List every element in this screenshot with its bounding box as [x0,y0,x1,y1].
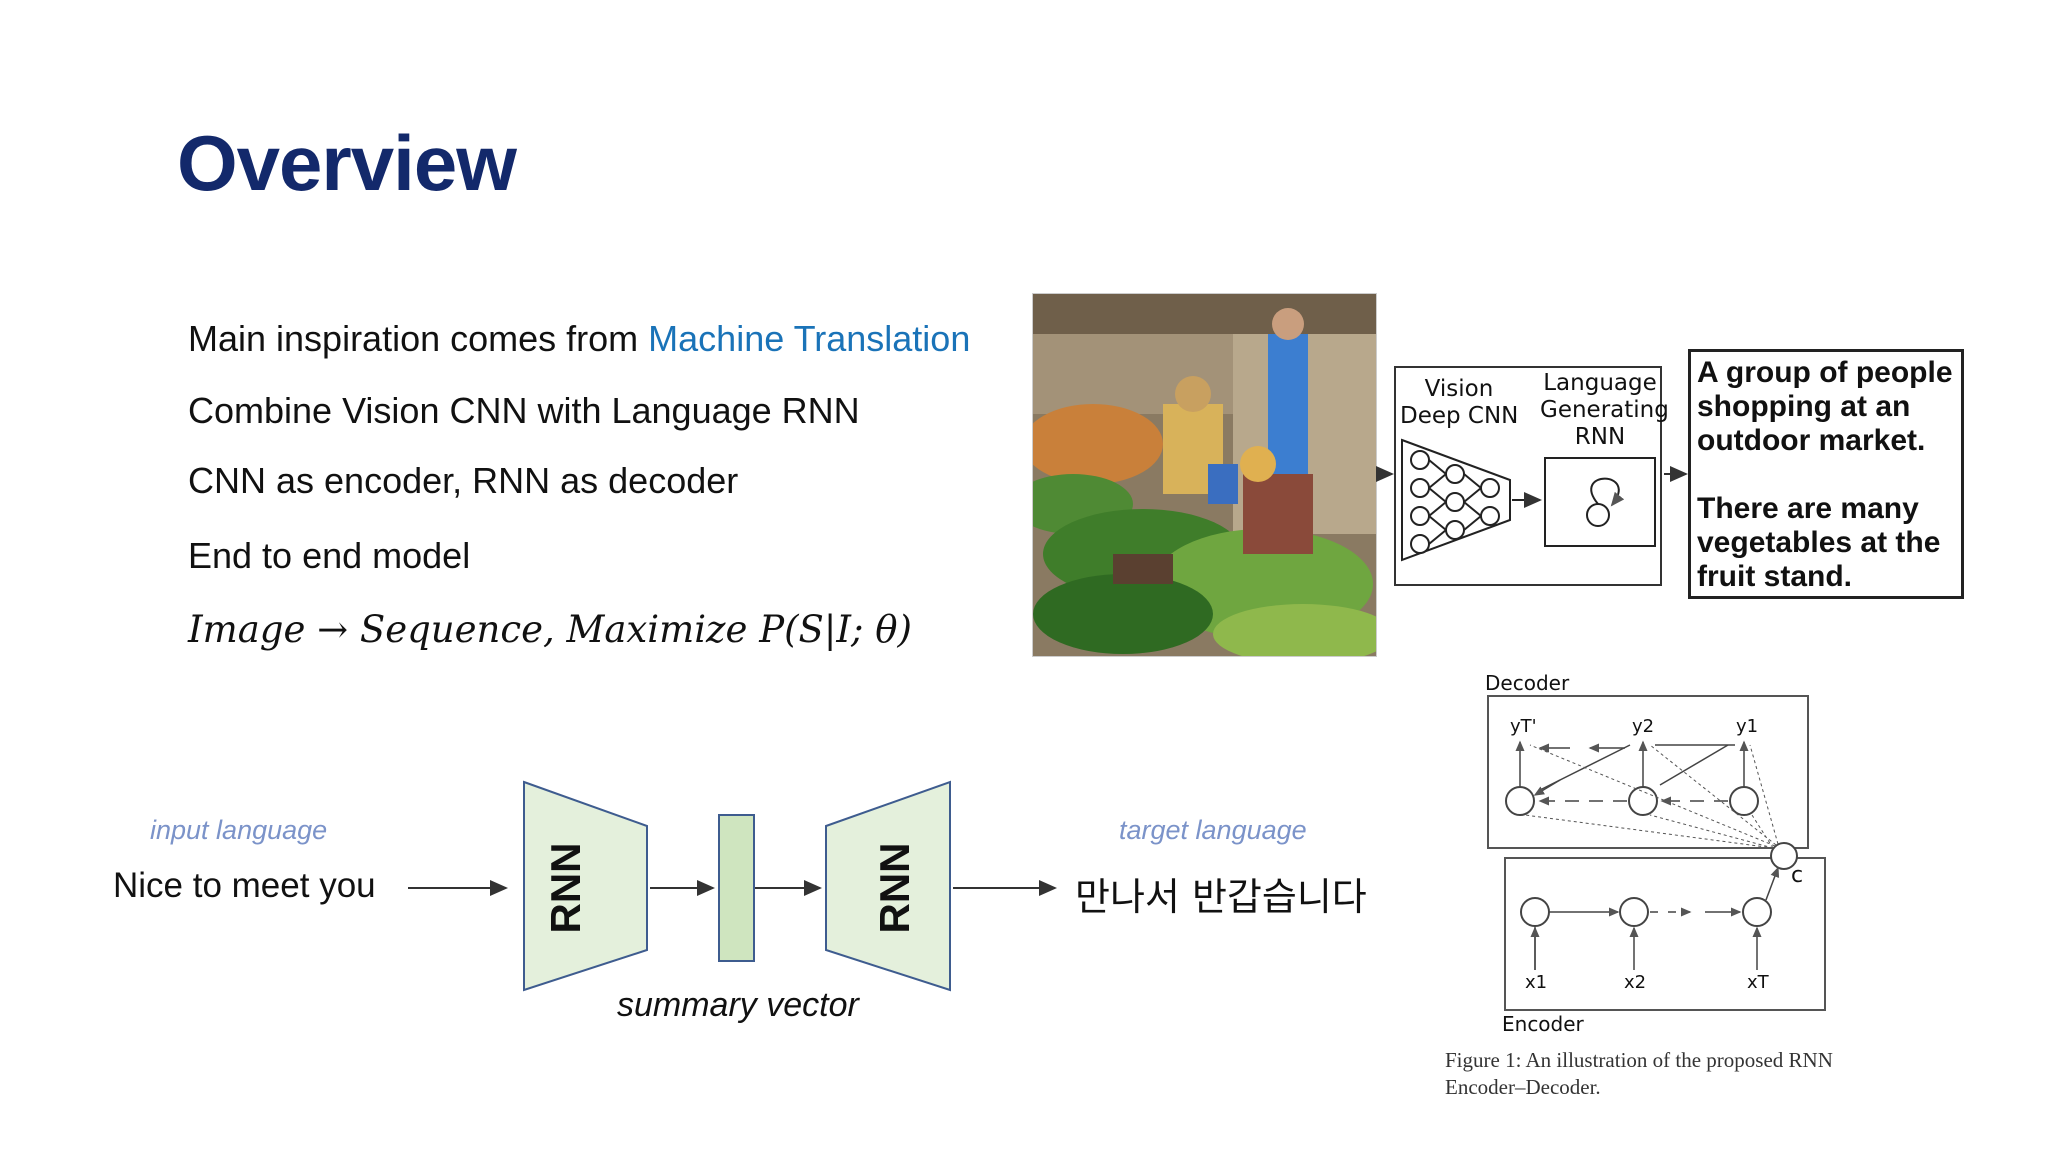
bullet-inspiration: Main inspiration comes from Machine Tran… [188,318,970,360]
decoder-rnn-block [825,780,951,992]
context-label: c [1791,863,1804,888]
bullet-encoder-decoder: CNN as encoder, RNN as decoder [188,460,739,501]
bullet-combine: Combine Vision CNN with Language RNN [188,390,860,431]
input-sentence: Nice to meet you [113,866,376,905]
vision-label-line2: Deep CNN [1400,403,1519,429]
language-label-line3: RNN [1574,424,1626,450]
bullet-end-to-end: End to end model [188,535,471,576]
caption-one: A group of people shopping at an outdoor… [1697,356,1953,457]
rnn-loop-icon [1544,457,1656,547]
caption-two: There are many vegetables at the fruit s… [1697,492,1941,593]
vision-label-line1: Vision [1424,376,1494,402]
caption-model-box [1394,366,1662,586]
x-label-1: x1 [1525,972,1548,993]
language-label-line2: Generating [1540,397,1669,423]
summary-vector-block [718,814,755,962]
summary-vector-label: summary vector [617,986,859,1024]
language-label: Language Generating RNN [1540,370,1669,451]
encoder-rnn-block [523,780,648,992]
decoder-rnn-label: RNN [871,842,918,934]
language-label-line1: Language [1543,370,1657,396]
bullet-inspiration-text: Main inspiration comes from [188,318,649,359]
formula: Image → Sequence, Maximize P(S|I; θ) [188,608,912,651]
y-label-1: y1 [1736,716,1759,737]
encoder-label: Encoder [1502,1012,1584,1036]
cnn-icon [1401,438,1542,562]
target-language-label: target language [1119,815,1307,845]
x-label-t: xT [1747,972,1769,993]
generated-caption-box: A group of people shopping at an outdoor… [1688,349,1964,599]
input-language-label: input language [150,815,328,845]
decoder-label: Decoder [1485,671,1570,695]
rnn-encoder-decoder-figure [1487,695,1826,1011]
y-label-t: yT' [1510,716,1537,737]
machine-translation-highlight: Machine Translation [648,318,971,359]
slide-title: Overview [177,119,517,207]
y-label-2: y2 [1632,716,1655,737]
market-photo [1032,293,1377,657]
vision-label: Vision Deep CNN [1400,376,1518,430]
target-sentence: 만나서 반갑습니다 [1075,875,1367,919]
encoder-rnn-label: RNN [542,842,589,934]
x-label-2: x2 [1624,972,1647,993]
figure-caption: Figure 1: An illustration of the propose… [1445,1048,1833,1099]
